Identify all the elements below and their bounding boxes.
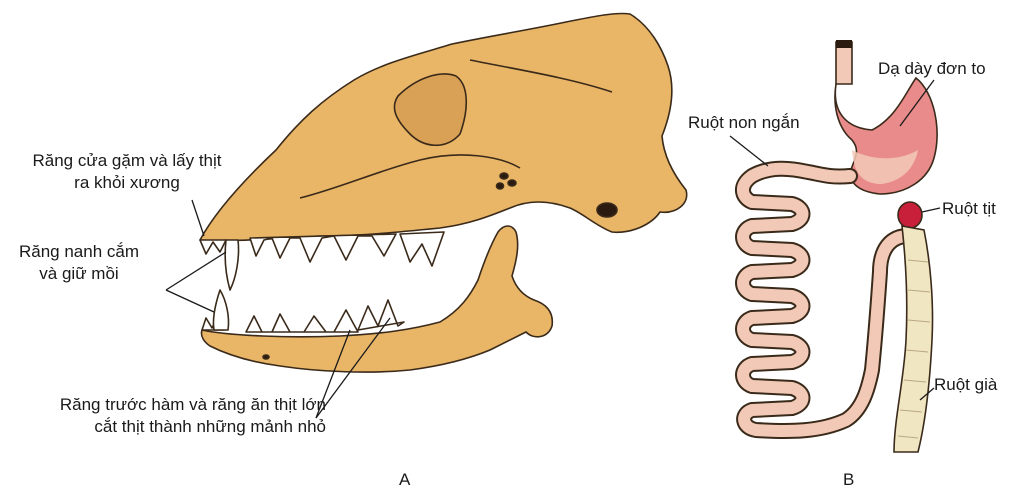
incisors-label-line-2: ra khỏi xương — [4, 172, 250, 194]
small-intestine-fill — [743, 169, 908, 431]
incisors-label: Răng cửa gặm và lấy thịt ra khỏi xương — [4, 150, 250, 194]
canine-leader-upper — [166, 252, 226, 290]
large-intestine-label: Ruột già — [934, 374, 997, 396]
foramen-2 — [508, 180, 516, 186]
small-intestine-label: Ruột non ngắn — [688, 112, 800, 134]
lower-carnassial — [358, 300, 404, 330]
canines-label-line-1: Răng nanh cắm — [4, 241, 154, 263]
canines-label-line-2: và giữ mồi — [4, 263, 154, 285]
panel-a-letter: A — [399, 470, 410, 490]
caecum — [898, 202, 922, 228]
esophagus-top — [836, 40, 852, 48]
lower-canine — [213, 290, 228, 330]
upper-incisors — [200, 240, 226, 254]
premolars-label-line-1: Răng trước hàm và răng ăn thịt lớn — [0, 394, 326, 416]
upper-premolars — [250, 234, 396, 262]
foramen-1 — [500, 173, 508, 179]
premolars-label: Răng trước hàm và răng ăn thịt lớn cắt t… — [0, 394, 326, 438]
esophagus — [836, 42, 852, 84]
large-intestine — [894, 226, 933, 452]
foramen-3 — [497, 183, 504, 189]
canine-leader-lower — [166, 290, 214, 312]
caecum-leader — [922, 208, 940, 212]
small-intestine-leader — [730, 136, 768, 166]
digestive-tract — [743, 40, 937, 452]
panel-b-letter: B — [843, 470, 854, 490]
incisor-leader — [192, 200, 204, 236]
mental-foramen — [263, 355, 269, 359]
canines-label: Răng nanh cắm và giữ mồi — [4, 241, 154, 285]
stomach-label: Dạ dày đơn to — [878, 58, 986, 80]
carnivore-skull — [200, 13, 687, 372]
caecum-label: Ruột tịt — [942, 198, 996, 220]
premolars-label-line-2: cắt thịt thành những mảnh nhỏ — [0, 416, 326, 438]
incisors-label-line-1: Răng cửa gặm và lấy thịt — [4, 150, 250, 172]
upper-canine — [225, 240, 238, 290]
upper-carnassial — [400, 232, 444, 266]
ear-canal — [597, 203, 617, 217]
lower-premolars — [246, 310, 358, 332]
